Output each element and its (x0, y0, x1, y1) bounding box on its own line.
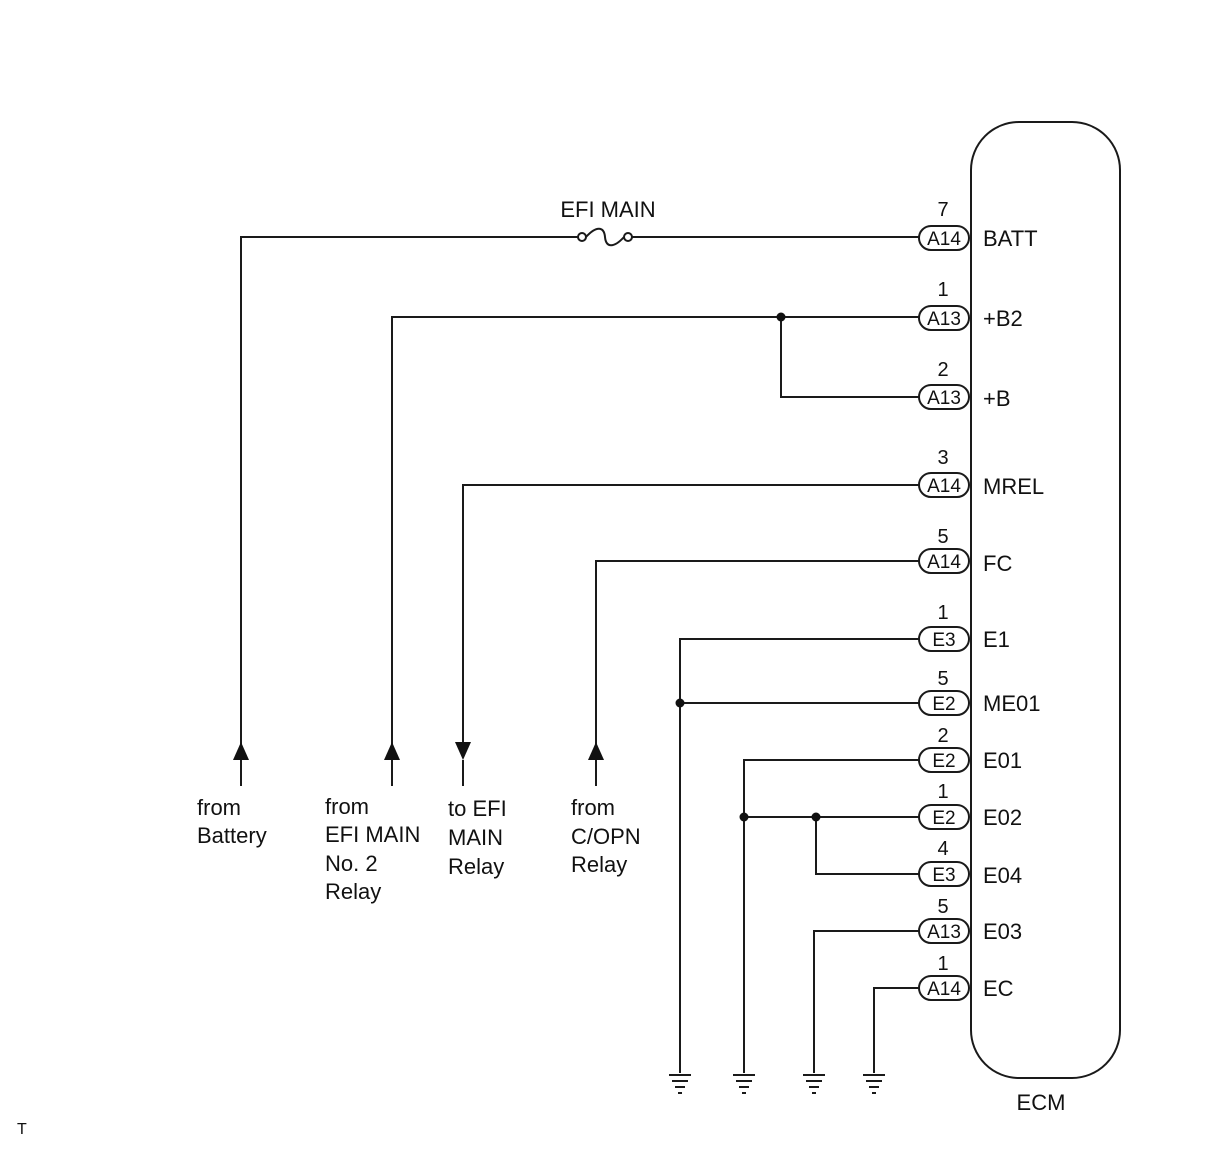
connector-box (918, 472, 970, 498)
terminal-b2: 1 A13 +B2 (918, 279, 1023, 331)
connector-id: E2 (932, 808, 955, 829)
connector-box (918, 975, 970, 1001)
connector-box (918, 384, 970, 410)
terminal-name: E04 (983, 863, 1022, 888)
label-from-efi-main-no2-relay: from EFI MAIN No. 2 Relay (325, 794, 420, 904)
terminal-fc: 5 A14 FC (918, 526, 1012, 576)
connector-id: A13 (927, 388, 961, 409)
ecm-body (970, 121, 1121, 1079)
label-line: from (325, 794, 369, 819)
connector-box (918, 548, 970, 574)
terminal-batt: 7 A14 BATT (918, 199, 1038, 251)
label-from-battery: from Battery (197, 795, 267, 848)
label-line: Relay (448, 854, 504, 879)
terminal-ec: 1 A14 EC (918, 953, 1014, 1001)
label-line: C/OPN (571, 824, 641, 849)
terminal-name: E1 (983, 627, 1010, 652)
connector-id: A14 (927, 979, 961, 1000)
label-line: to EFI (448, 796, 507, 821)
connector-id: E2 (932, 694, 955, 715)
terminal-e02: 1 E2 E02 (918, 781, 1022, 830)
connector-id: A13 (927, 309, 961, 330)
terminal-name: +B2 (983, 306, 1023, 331)
arrow-up-copn (588, 742, 604, 786)
arrow-up-efi-main-no2 (384, 742, 400, 786)
label-to-efi-main-relay: to EFI MAIN Relay (448, 796, 507, 879)
terminal-name: E03 (983, 919, 1022, 944)
fuse-label: EFI MAIN (560, 197, 655, 222)
connector-box (918, 861, 970, 887)
connector-box (918, 305, 970, 331)
terminal-name: ME01 (983, 691, 1040, 716)
pin-number: 5 (937, 896, 948, 918)
ground-symbol-1 (669, 1074, 691, 1094)
connector-box (918, 747, 970, 773)
label-line: from (571, 795, 615, 820)
terminal-name: EC (983, 976, 1014, 1001)
corner-mark: T (17, 1121, 27, 1138)
label-line: Relay (571, 852, 627, 877)
terminal-e03: 5 A13 E03 (918, 896, 1022, 944)
fuse-efi-main (577, 227, 633, 247)
pin-number: 4 (937, 838, 948, 860)
terminal-name: MREL (983, 474, 1044, 499)
connector-box (918, 225, 970, 251)
connector-id: A13 (927, 922, 961, 943)
terminal-mrel: 3 A14 MREL (918, 447, 1044, 499)
terminal-name: FC (983, 551, 1012, 576)
terminal-name: E01 (983, 748, 1022, 773)
terminal-e1: 1 E3 E1 (918, 602, 1010, 652)
label-line: from (197, 795, 241, 820)
terminal-e04: 4 E3 E04 (918, 838, 1022, 888)
pin-number: 1 (937, 953, 948, 975)
terminal-me01: 5 E2 ME01 (918, 668, 1040, 716)
label-from-copn-relay: from C/OPN Relay (571, 795, 641, 877)
arrow-down-mrel (455, 742, 471, 760)
wire-ground-3 (813, 930, 919, 1073)
pin-number: 5 (937, 526, 948, 548)
connector-id: E3 (932, 865, 955, 886)
connector-box (918, 804, 970, 830)
wire-ground-1 (675, 638, 919, 1073)
connector-box (918, 690, 970, 716)
wire-efi-main-no2 (391, 312, 919, 760)
pin-number: 1 (937, 279, 948, 301)
pin-number: 2 (937, 725, 948, 747)
connector-id: A14 (927, 552, 961, 573)
wire-fc (595, 560, 919, 760)
connector-id: A14 (927, 476, 961, 497)
ground-symbol-3 (803, 1074, 825, 1094)
pin-number: 1 (937, 602, 948, 624)
terminal-name: E02 (983, 805, 1022, 830)
terminal-e01: 2 E2 E01 (918, 725, 1022, 773)
connector-id: E2 (932, 751, 955, 772)
label-line: EFI MAIN (325, 822, 420, 847)
label-line: Battery (197, 823, 267, 848)
terminal-b: 2 A13 +B (918, 359, 1011, 411)
connector-id: A14 (927, 229, 961, 250)
wire-ground-2 (739, 759, 919, 1073)
connector-box (918, 626, 970, 652)
connector-box (918, 918, 970, 944)
wire-mrel (462, 484, 919, 786)
ground-symbol-4 (863, 1074, 885, 1094)
arrow-up-battery (233, 742, 249, 786)
wire-battery (240, 236, 919, 760)
pin-number: 3 (937, 447, 948, 469)
connector-id: E3 (932, 630, 955, 651)
ground-symbol-2 (733, 1074, 755, 1094)
ecm-label: ECM (1017, 1090, 1066, 1115)
pin-number: 5 (937, 668, 948, 690)
label-line: No. 2 (325, 851, 378, 876)
label-line: Relay (325, 879, 381, 904)
terminal-name: +B (983, 386, 1011, 411)
pin-number: 1 (937, 781, 948, 803)
pin-number: 7 (937, 199, 948, 221)
terminal-name: BATT (983, 226, 1038, 251)
wire-ground-4 (873, 987, 919, 1073)
pin-number: 2 (937, 359, 948, 381)
label-line: MAIN (448, 825, 503, 850)
